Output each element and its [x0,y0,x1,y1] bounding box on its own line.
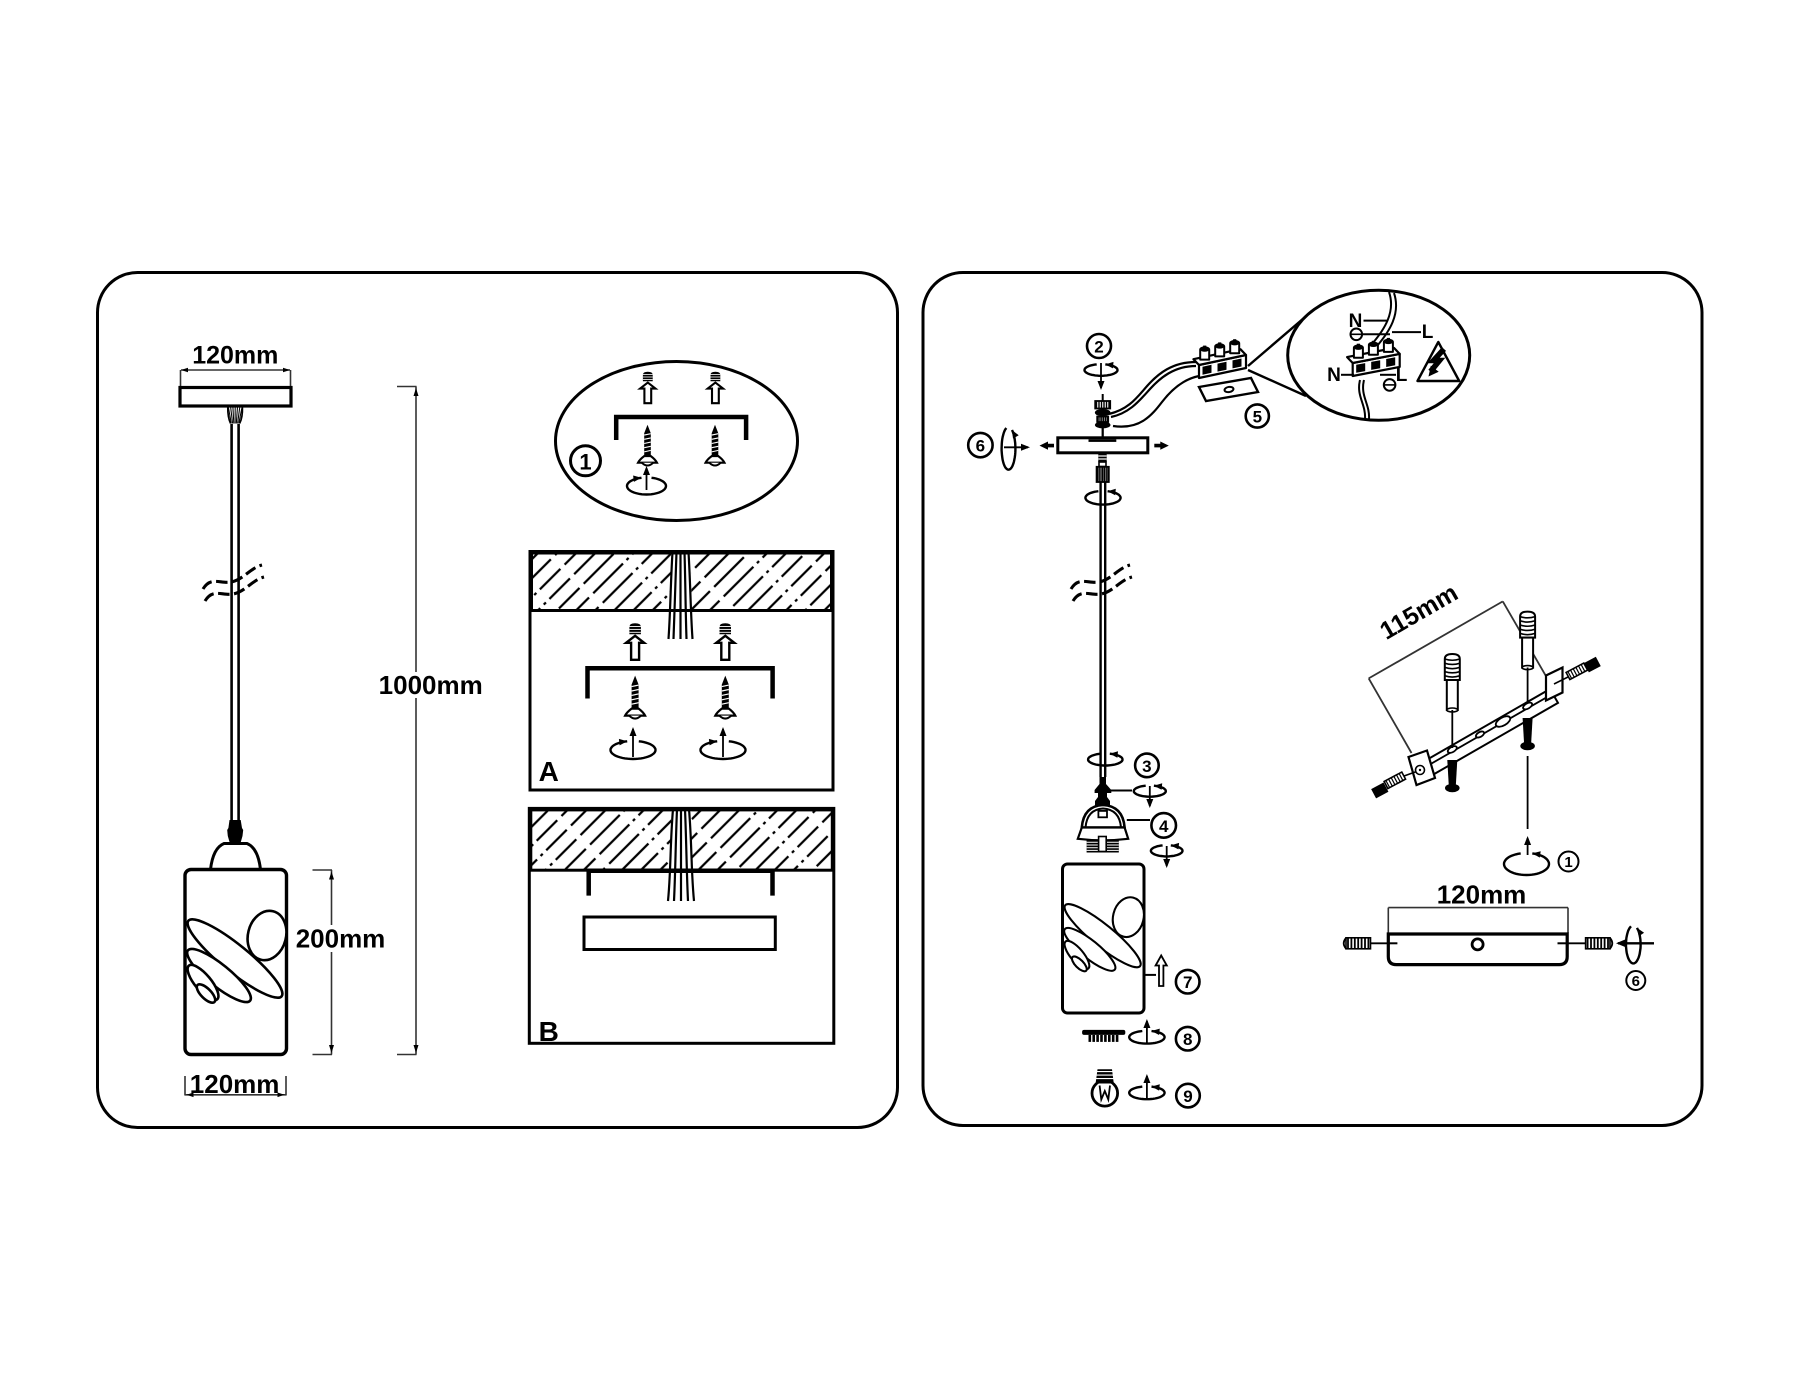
svg-text:6: 6 [1632,973,1640,990]
svg-text:2: 2 [1094,338,1103,357]
svg-text:N: N [1349,311,1363,332]
svg-text:200mm: 200mm [296,924,386,954]
svg-text:1: 1 [579,449,591,474]
svg-text:3: 3 [1142,757,1151,776]
svg-text:7: 7 [1183,973,1192,992]
svg-text:4: 4 [1159,817,1169,836]
svg-text:5: 5 [1253,408,1262,427]
svg-text:120mm: 120mm [192,342,278,370]
svg-text:L: L [1396,365,1408,386]
svg-text:N: N [1327,365,1341,386]
svg-text:A: A [539,756,559,787]
svg-text:1000mm: 1000mm [379,670,483,700]
svg-text:8: 8 [1183,1030,1192,1049]
svg-text:120mm: 120mm [1437,879,1527,909]
svg-text:6: 6 [976,437,985,456]
svg-text:1: 1 [1564,854,1572,871]
svg-text:B: B [539,1016,559,1047]
svg-text:9: 9 [1183,1087,1192,1106]
svg-text:L: L [1422,322,1434,343]
